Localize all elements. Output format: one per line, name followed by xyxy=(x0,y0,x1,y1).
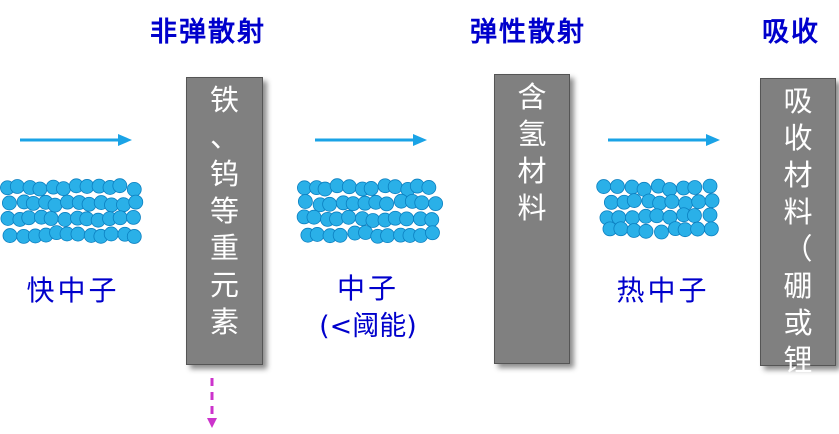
particle-dot xyxy=(128,194,144,210)
absorber-material-text: 吸收材料（硼或锂） xyxy=(761,79,835,416)
particle-dot xyxy=(399,211,415,227)
vertical-glyph: 元 xyxy=(209,268,239,302)
vertical-glyph: 含 xyxy=(517,80,547,114)
particle-dot xyxy=(103,226,119,242)
thermal-neutron-cluster-icon xyxy=(596,178,720,240)
dashed-down-arrow-icon xyxy=(207,378,217,428)
particle-dot xyxy=(70,226,86,242)
particle-dot xyxy=(341,209,357,225)
particle-dot xyxy=(677,222,693,238)
particle-dot xyxy=(626,193,642,208)
particle-dot xyxy=(428,196,444,211)
particle-dot xyxy=(702,178,718,194)
vertical-glyph: 料 xyxy=(783,195,813,229)
particle-dot xyxy=(56,181,71,197)
particle-dot xyxy=(43,211,59,226)
particle-dot xyxy=(638,223,654,239)
particle-dot xyxy=(32,181,48,197)
particle-dot xyxy=(21,210,37,226)
particle-dot xyxy=(57,212,73,227)
particle-dot xyxy=(690,221,706,237)
vertical-glyph: （ xyxy=(783,232,813,266)
hydrogen-material-text: 含氢材料 xyxy=(495,75,569,227)
particle-dot xyxy=(363,181,379,196)
arrow-3 xyxy=(608,134,720,146)
particle-dot xyxy=(703,221,719,237)
vertical-glyph: 硼 xyxy=(783,269,813,303)
vertical-glyph: 、 xyxy=(209,120,239,154)
vertical-glyph: 等 xyxy=(209,194,239,228)
vertical-glyph: 收 xyxy=(783,121,813,155)
label-fast-neutron: 快中子 xyxy=(26,274,120,307)
fast-neutron-cluster-icon xyxy=(0,178,144,244)
particle-dot xyxy=(662,182,678,197)
particle-dot xyxy=(380,228,395,244)
particle-dot xyxy=(126,209,141,225)
vertical-glyph: ） xyxy=(783,380,813,414)
particle-dot xyxy=(126,181,142,197)
particle-dot xyxy=(603,194,619,210)
absorber-material-box: 吸收材料（硼或锂） xyxy=(760,78,836,414)
particle-dot xyxy=(116,197,131,213)
particle-dot xyxy=(596,179,612,194)
particle-dot xyxy=(649,208,665,224)
arrow-1 xyxy=(20,134,132,146)
particle-dot xyxy=(687,180,703,195)
particle-dot xyxy=(126,229,142,244)
heavy-elements-text: 铁、钨等重元素 xyxy=(187,78,262,341)
particle-dot xyxy=(309,227,325,242)
particle-dot xyxy=(609,179,625,194)
heading-elastic-scattering: 弹性散射 xyxy=(470,17,586,48)
label-neutron-threshold: (<阈能) xyxy=(319,311,417,342)
particle-dot xyxy=(704,193,720,209)
particle-dot xyxy=(81,196,97,212)
particle-dot xyxy=(387,179,403,195)
vertical-glyph: 料 xyxy=(517,191,547,225)
particle-dot xyxy=(425,225,440,241)
label-neutron: 中子 xyxy=(336,272,399,305)
particle-dot xyxy=(25,195,41,211)
particle-dot xyxy=(9,179,25,194)
vertical-glyph: 材 xyxy=(517,154,547,188)
particle-dot xyxy=(613,221,629,237)
particle-dot xyxy=(624,179,640,195)
particle-dot xyxy=(112,210,128,226)
particle-dot xyxy=(379,196,394,212)
hydrogen-material-box: 含氢材料 xyxy=(494,74,570,364)
label-thermal-neutron: 热中子 xyxy=(616,274,710,307)
particle-dot xyxy=(652,195,668,211)
particle-dot xyxy=(687,208,702,223)
particle-dot xyxy=(654,224,669,240)
neutron-cluster-icon xyxy=(296,178,444,244)
particle-dot xyxy=(664,194,680,209)
vertical-glyph: 锂 xyxy=(783,343,813,377)
particle-dot xyxy=(2,228,18,243)
particle-dot xyxy=(306,209,322,225)
particle-dot xyxy=(625,210,640,226)
particle-dot xyxy=(421,180,437,195)
particle-dot xyxy=(297,194,313,209)
particle-dot xyxy=(1,195,17,211)
particle-dot xyxy=(341,179,357,195)
vertical-glyph: 重 xyxy=(209,231,239,265)
vertical-glyph: 或 xyxy=(783,306,813,340)
heading-inelastic-scattering: 非弹散射 xyxy=(150,17,266,48)
arrow-2 xyxy=(315,134,427,146)
particle-dot xyxy=(332,227,348,243)
particle-dot xyxy=(691,194,707,210)
vertical-glyph: 吸 xyxy=(783,84,813,118)
vertical-glyph: 素 xyxy=(209,305,239,339)
particle-dot xyxy=(424,212,440,227)
particle-dot xyxy=(414,195,430,211)
vertical-glyph: 钨 xyxy=(209,157,239,191)
particle-dot xyxy=(112,178,128,194)
vertical-glyph: 铁 xyxy=(209,83,239,117)
vertical-glyph: 氢 xyxy=(517,117,547,151)
vertical-glyph: 材 xyxy=(783,158,813,192)
heading-absorption: 吸收 xyxy=(762,17,820,48)
particle-dot xyxy=(322,196,338,212)
heavy-elements-box: 铁、钨等重元素 xyxy=(186,77,263,365)
particle-dot xyxy=(47,197,63,213)
particle-dot xyxy=(702,207,718,223)
